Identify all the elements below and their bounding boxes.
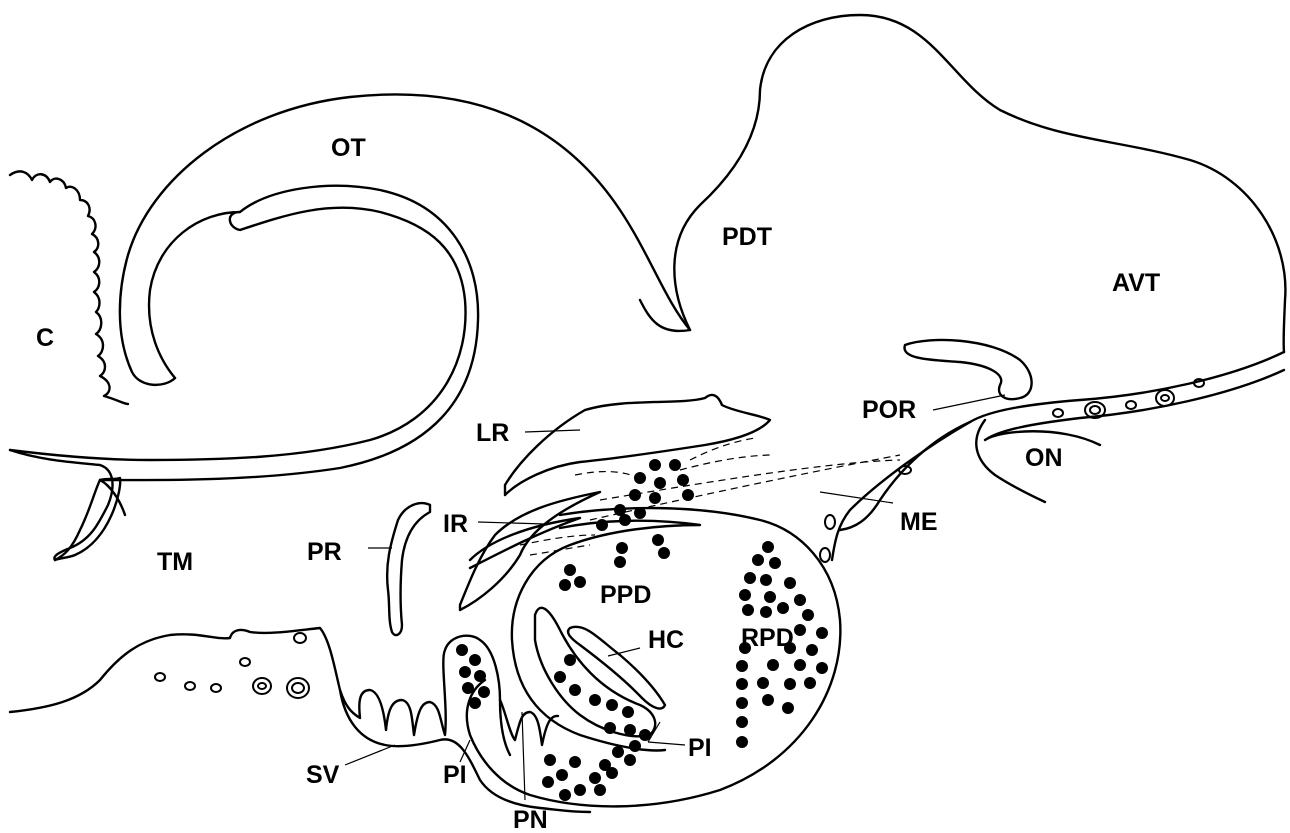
tegmentum-ventricle-outline [10,450,125,560]
pn-finger-folds [500,700,558,745]
label-lr: LR [476,419,509,447]
label-rpd: RPD [741,624,794,652]
pituitary-outline [467,508,841,806]
label-ir: IR [443,510,468,538]
optic-tectum-outline [120,94,690,384]
infundibular-stalk [832,422,970,560]
label-on: ON [1025,444,1063,472]
label-pn: PN [513,806,548,833]
inferior-recess-inner [470,518,580,568]
label-me: ME [900,508,938,536]
cerebellum-outline [10,171,128,404]
posterior-recess-outline [387,503,430,635]
label-pi-right: PI [688,734,712,762]
tectal-ventricle-inner [100,186,478,480]
preoptic-recess-outline [905,340,1032,399]
tectal-ventricle-outline [10,208,466,460]
label-ot: OT [331,134,366,162]
label-sv: SV [306,761,340,789]
label-por: POR [862,396,916,424]
pars-nervosa-folds [10,628,510,755]
hypothalamic-floor-upper [840,352,1284,530]
labels: C OT PDT AVT TM LR IR PR POR ON ME PPD R… [36,134,1160,833]
label-pdt: PDT [722,223,772,251]
label-hc: HC [648,626,684,654]
label-avt: AVT [1112,269,1160,297]
label-ppd: PPD [600,581,651,609]
label-pr: PR [307,538,342,566]
label-pi-left: PI [443,761,467,789]
label-tm: TM [157,548,193,576]
diencephalon-outline [674,15,1285,352]
label-c: C [36,324,54,352]
